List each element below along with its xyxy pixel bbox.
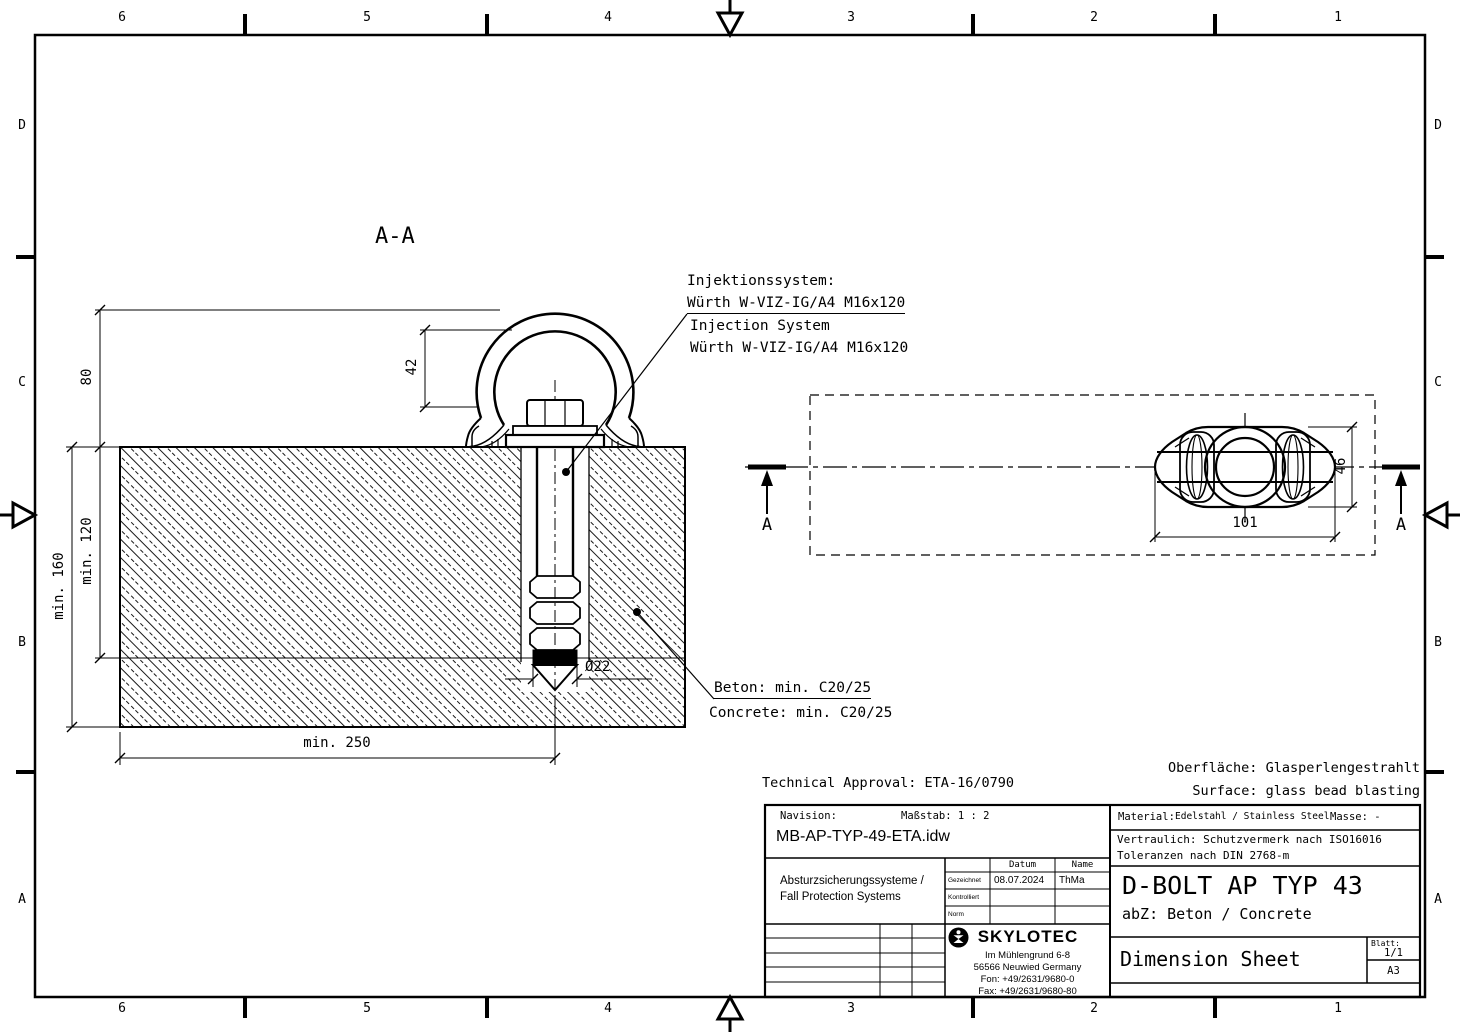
confidential-note: Vertraulich: Schutzvermerk nach ISO16016 bbox=[1117, 833, 1382, 846]
top-view bbox=[745, 394, 1420, 556]
dim-plate-width: 46 bbox=[1332, 457, 1349, 475]
zone-row-label: D bbox=[1434, 118, 1442, 133]
anchor-plate-top bbox=[1153, 425, 1337, 509]
zone-row-label: B bbox=[18, 635, 26, 650]
zone-row-label: A bbox=[18, 892, 26, 907]
product-subtitle: abZ: Beton / Concrete bbox=[1122, 905, 1312, 923]
material-label: Material: bbox=[1118, 811, 1175, 823]
technical-approval-note: Technical Approval: ETA-16/0790 bbox=[762, 775, 1014, 791]
zone-col-label: 5 bbox=[363, 10, 371, 25]
zone-row-label: C bbox=[18, 375, 26, 390]
tolerance-note: Toleranzen nach DIN 2768-m bbox=[1117, 849, 1290, 862]
title-block-grid bbox=[763, 803, 1422, 999]
dim-ring-height: 80 bbox=[78, 368, 95, 386]
section-cut-markers bbox=[748, 464, 1420, 514]
scale-label: Maßstab: 1 : 2 bbox=[901, 810, 990, 822]
skylotec-logo-icon bbox=[948, 927, 969, 948]
section-marker-a-right: A bbox=[1395, 515, 1407, 535]
product-title: D-BOLT AP TYP 43 bbox=[1122, 871, 1363, 900]
section-marker-a-left: A bbox=[761, 515, 773, 535]
address-line-2: 56566 Neuwied Germany bbox=[973, 962, 1082, 973]
zone-col-label: 1 bbox=[1334, 1001, 1342, 1016]
drawn-date: 08.07.2024 bbox=[994, 875, 1045, 886]
zone-col-label: 4 bbox=[604, 10, 612, 25]
concrete-note-de: Beton: min. C20/25 bbox=[714, 680, 872, 699]
front-view-dimensions bbox=[66, 304, 652, 765]
address-line-1: Im Mühlengrund 6-8 bbox=[984, 950, 1071, 961]
dim-edge-distance: min. 250 bbox=[303, 735, 371, 751]
zone-row-label: B bbox=[1434, 635, 1442, 650]
department-de: Absturzsicherungssysteme / bbox=[780, 875, 924, 887]
top-view-dimensions bbox=[1149, 421, 1358, 543]
department-en: Fall Protection Systems bbox=[780, 891, 901, 903]
zone-col-label: 2 bbox=[1090, 1001, 1098, 1016]
zone-col-label: 4 bbox=[604, 1001, 612, 1016]
file-name: MB-AP-TYP-49-ETA.idw bbox=[776, 828, 950, 845]
injection-note-de-1: Injektionssystem: bbox=[687, 273, 836, 289]
zone-col-label: 3 bbox=[847, 10, 855, 25]
col-header-name: Name bbox=[1071, 860, 1094, 870]
injection-note-en-1: Injection System bbox=[690, 318, 830, 334]
detail-boundary bbox=[809, 394, 1376, 556]
zone-col-label: 6 bbox=[118, 10, 126, 25]
concrete-block bbox=[119, 446, 686, 728]
dim-embed-depth: min. 120 bbox=[78, 517, 95, 585]
row-label-drawn: Gezeichnet bbox=[948, 877, 981, 884]
address-line-4: Fax: +49/2631/9680-80 bbox=[978, 986, 1077, 997]
row-label-norm: Norm bbox=[948, 911, 964, 918]
zone-row-label: D bbox=[18, 118, 26, 133]
company-name: SKYLOTEC bbox=[977, 927, 1079, 946]
mass-label: Masse: - bbox=[1330, 811, 1381, 823]
skylotec-logo: SKYLOTEC bbox=[948, 927, 1108, 948]
sheet-type: Dimension Sheet bbox=[1120, 947, 1301, 971]
address-line-3: Fon: +49/2631/9680-0 bbox=[980, 974, 1075, 985]
col-header-date: Datum bbox=[1008, 860, 1037, 870]
zone-col-label: 3 bbox=[847, 1001, 855, 1016]
section-view-title: A-A bbox=[375, 224, 415, 249]
dim-ring-opening: 42 bbox=[403, 358, 420, 376]
blatt-value: 1/1 bbox=[1384, 947, 1403, 959]
surface-note-en: Surface: glass bead blasting bbox=[1192, 783, 1420, 799]
dim-plate-length: 101 bbox=[1232, 515, 1258, 531]
anchor-bolt bbox=[520, 380, 590, 705]
injection-note-en-2: Würth W-VIZ-IG/A4 M16x120 bbox=[690, 340, 909, 356]
front-section-view bbox=[66, 304, 715, 765]
zone-row-label: C bbox=[1434, 375, 1442, 390]
zone-col-label: 2 bbox=[1090, 10, 1098, 25]
d-ring-anchor bbox=[465, 312, 645, 449]
dim-embed-total: min. 160 bbox=[50, 552, 67, 620]
leader-lines bbox=[562, 313, 715, 700]
navision-label: Navision: bbox=[780, 810, 837, 822]
paper-size: A3 bbox=[1387, 965, 1400, 977]
dim-bolt-diameter: Ø22 bbox=[585, 659, 611, 675]
zone-col-label: 1 bbox=[1334, 10, 1342, 25]
row-label-checked: Kontrolliert bbox=[948, 894, 980, 901]
surface-note-de: Oberfläche: Glasperlengestrahlt bbox=[1168, 760, 1420, 776]
zone-col-label: 5 bbox=[363, 1001, 371, 1016]
injection-note-de-2: Würth W-VIZ-IG/A4 M16x120 bbox=[687, 295, 906, 314]
concrete-note-en: Concrete: min. C20/25 bbox=[709, 705, 893, 721]
zone-col-label: 6 bbox=[118, 1001, 126, 1016]
drawn-name: ThMa bbox=[1059, 875, 1085, 886]
material-value: Edelstahl / Stainless Steel bbox=[1175, 811, 1330, 822]
blatt-label: Blatt: bbox=[1371, 939, 1400, 948]
zone-row-label: A bbox=[1434, 892, 1442, 907]
